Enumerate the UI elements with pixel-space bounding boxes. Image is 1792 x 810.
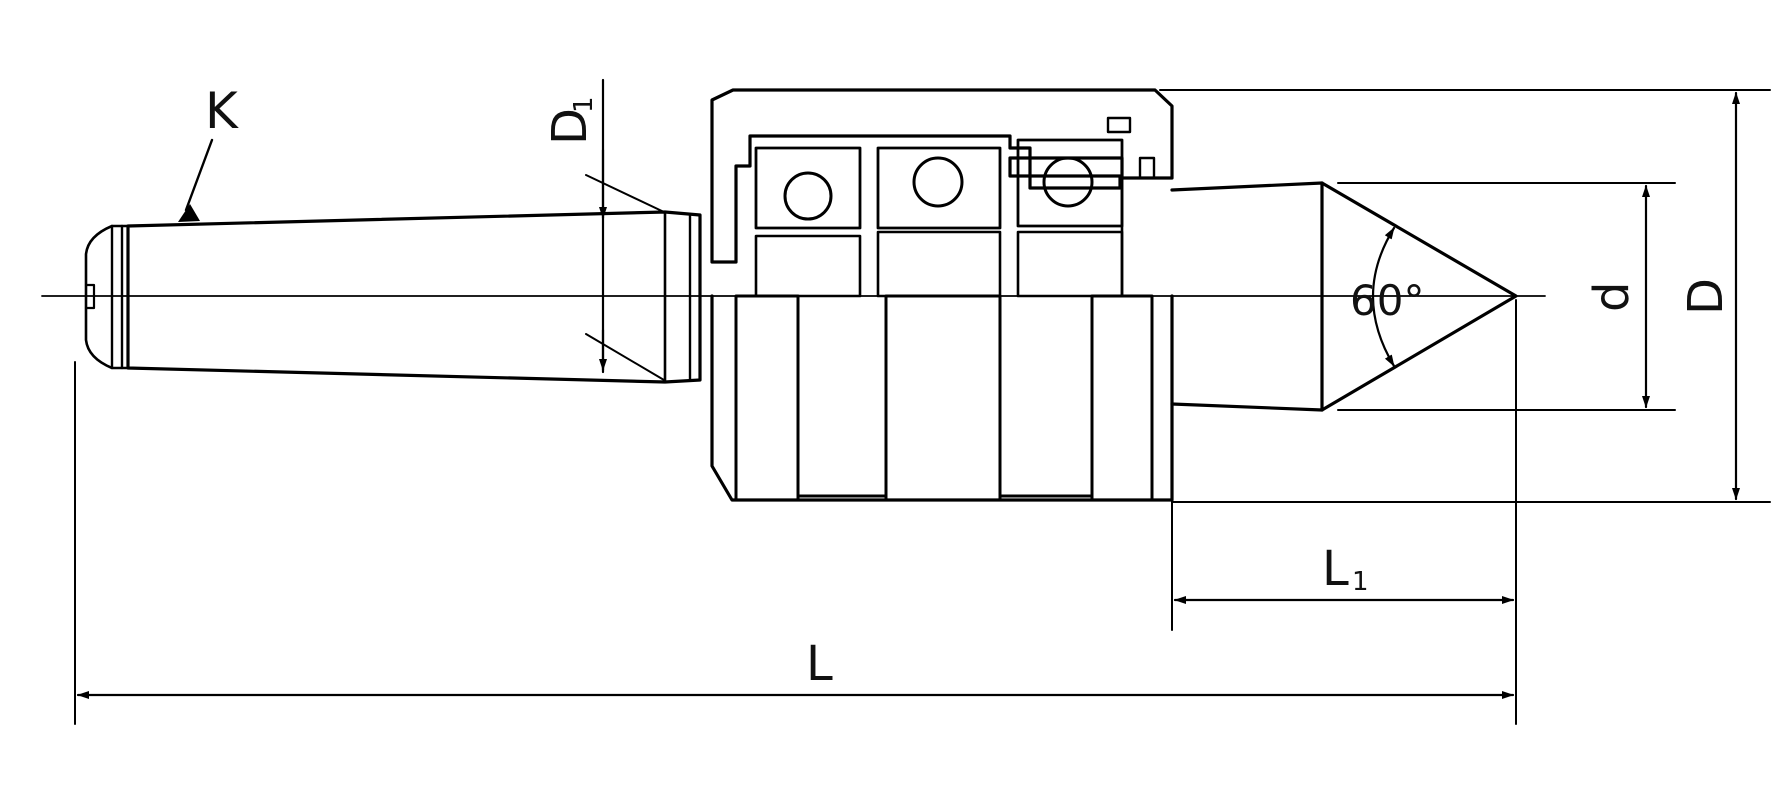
l1-label: L (1322, 541, 1349, 597)
k-label: K (205, 82, 239, 140)
taper-shank (84, 210, 702, 384)
l-label: L (806, 636, 833, 692)
knurl-band-1 (734, 294, 800, 502)
d1-label: D (542, 108, 598, 145)
bearing-ball-1 (783, 171, 833, 221)
d-large-label: D (1678, 278, 1734, 315)
housing-section (710, 88, 1174, 298)
angle-label: 60° (1350, 276, 1424, 325)
D-dimension: D (1159, 89, 1771, 503)
bearing-ball-3 (1042, 156, 1094, 208)
d-small-label: d (1584, 282, 1640, 312)
l1-subscript: 1 (1352, 567, 1369, 597)
d1-dimension: D 1 (542, 78, 665, 381)
center-point (1170, 181, 1518, 412)
l-dimension: L (74, 361, 1515, 725)
knurl-band-2 (884, 294, 1002, 502)
l1-dimension: L 1 (1171, 299, 1517, 725)
d-dimension: d (1337, 182, 1676, 411)
angle-arc (1372, 226, 1396, 368)
knurl-band-3 (1090, 294, 1154, 502)
d1-subscript: 1 (569, 96, 599, 113)
bearing-ball-2 (912, 156, 964, 208)
housing-lower (710, 294, 1174, 502)
